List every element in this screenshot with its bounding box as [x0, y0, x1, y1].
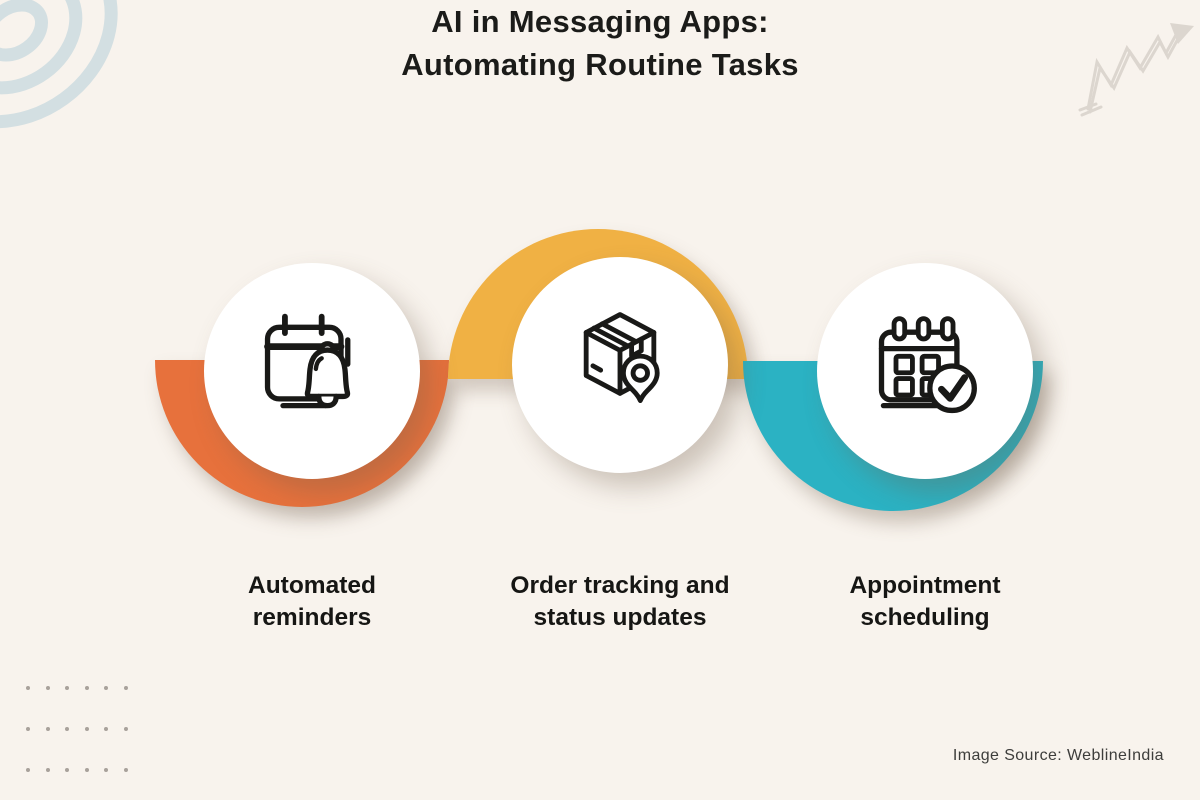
label-line: Order tracking and — [510, 572, 730, 599]
page-title-line-2: Automating Routine Tasks — [401, 47, 799, 82]
dot — [104, 768, 108, 772]
dot — [84, 727, 89, 731]
step-circle-order-tracking — [512, 257, 728, 473]
calendar-check-icon — [878, 316, 977, 414]
step-circle-automated-reminders — [204, 263, 420, 479]
dot — [104, 727, 108, 731]
source-credit: Image Source: WeblineIndia — [952, 747, 1164, 764]
dot — [26, 686, 30, 690]
label-line: Automated — [248, 572, 376, 599]
page-title: AI in Messaging Apps: Automating Routine… — [0, 0, 1200, 86]
step-circle-appointment-scheduling — [817, 263, 1033, 479]
label-line: Appointment — [849, 572, 1001, 599]
dot — [45, 727, 50, 731]
dot — [123, 768, 128, 772]
dot — [65, 686, 69, 690]
dot — [26, 727, 30, 731]
label-automated-reminders: Automated reminders — [162, 570, 462, 634]
dot — [104, 686, 108, 690]
page-title-line-1: AI in Messaging Apps: — [431, 4, 769, 39]
dot — [65, 768, 69, 772]
label-line: status updates — [533, 604, 707, 631]
dot — [45, 686, 50, 690]
label-appointment-scheduling: Appointment scheduling — [775, 570, 1075, 634]
label-order-tracking: Order tracking and status updates — [470, 570, 770, 634]
dot — [45, 768, 50, 772]
dot — [84, 768, 89, 772]
label-line: scheduling — [860, 604, 990, 631]
dot — [123, 686, 128, 690]
label-line: reminders — [252, 604, 372, 631]
dots-grid — [26, 686, 128, 772]
dot — [123, 727, 128, 731]
dot — [26, 768, 30, 772]
dot — [65, 727, 69, 731]
dot — [84, 686, 89, 690]
package-location-icon — [583, 312, 660, 404]
calendar-bell-icon — [264, 313, 351, 409]
